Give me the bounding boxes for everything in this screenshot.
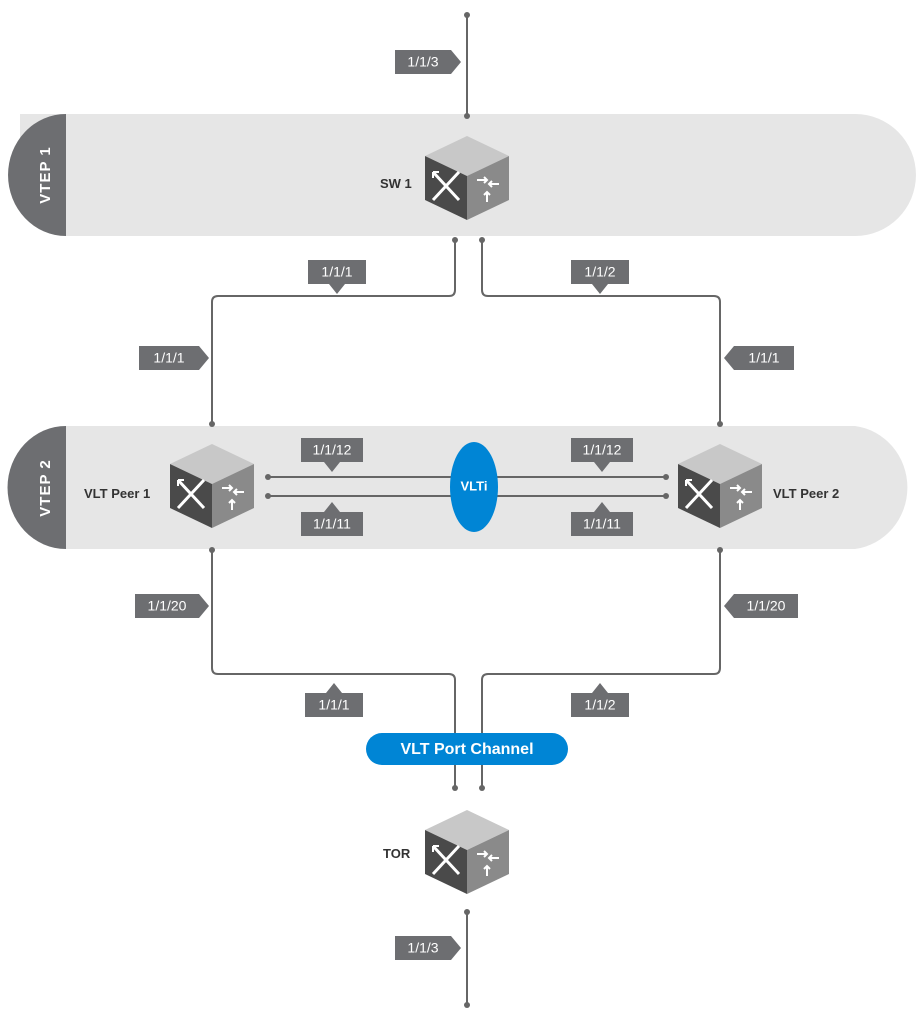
port-text: 1/1/3 (407, 940, 438, 956)
vlti-link: VLTi (450, 442, 498, 532)
port-text: 1/1/2 (584, 264, 615, 280)
vlt-peer-2-label: VLT Peer 2 (773, 486, 839, 501)
port-label-peer1-vlti-b: 1/1/11 (301, 502, 363, 536)
port-text: 1/1/1 (321, 264, 352, 280)
port-text: 1/1/12 (313, 442, 352, 458)
port-label-peer2-downlink: 1/1/20 (724, 594, 798, 618)
vlti-label: VLTi (461, 478, 488, 493)
port-label-tor-from-peer2: 1/1/2 (571, 683, 629, 717)
port-text: 1/1/1 (153, 350, 184, 366)
port-text: 1/1/20 (747, 598, 786, 614)
port-label-peer2-uplink: 1/1/1 (724, 346, 794, 370)
port-label-peer1-vlti-a: 1/1/12 (301, 438, 363, 472)
vlt-peer-1-label: VLT Peer 1 (84, 486, 150, 501)
port-text: 1/1/20 (148, 598, 187, 614)
port-text: 1/1/11 (583, 516, 621, 532)
sw1-label: SW 1 (380, 176, 412, 191)
port-text: 1/1/3 (407, 54, 438, 70)
port-text: 1/1/2 (584, 697, 615, 713)
port-label-peer1-uplink: 1/1/1 (139, 346, 209, 370)
port-text: 1/1/12 (583, 442, 622, 458)
port-label-tor-from-peer1: 1/1/1 (305, 683, 363, 717)
port-text: 1/1/11 (313, 516, 351, 532)
port-label-peer2-vlti-b: 1/1/11 (571, 502, 633, 536)
vtep-1-label: VTEP 1 (37, 146, 54, 203)
vlt-port-channel: VLT Port Channel (366, 733, 568, 765)
port-text: 1/1/1 (748, 350, 779, 366)
connection-dots (209, 12, 723, 1008)
port-label-sw1-to-peer2: 1/1/2 (571, 260, 629, 294)
port-text: 1/1/1 (318, 697, 349, 713)
port-label-peer2-vlti-a: 1/1/12 (571, 438, 633, 472)
tor-switch-icon[interactable] (423, 808, 511, 896)
tor-label: TOR (383, 846, 411, 861)
vlt-port-channel-label: VLT Port Channel (400, 741, 533, 758)
port-label-sw1-uplink: 1/1/3 (395, 50, 461, 74)
port-label-sw1-to-peer1: 1/1/1 (308, 260, 366, 294)
port-label-peer1-downlink: 1/1/20 (135, 594, 209, 618)
vtep-2-label: VTEP 2 (37, 459, 54, 516)
port-label-tor-uplink: 1/1/3 (395, 936, 461, 960)
